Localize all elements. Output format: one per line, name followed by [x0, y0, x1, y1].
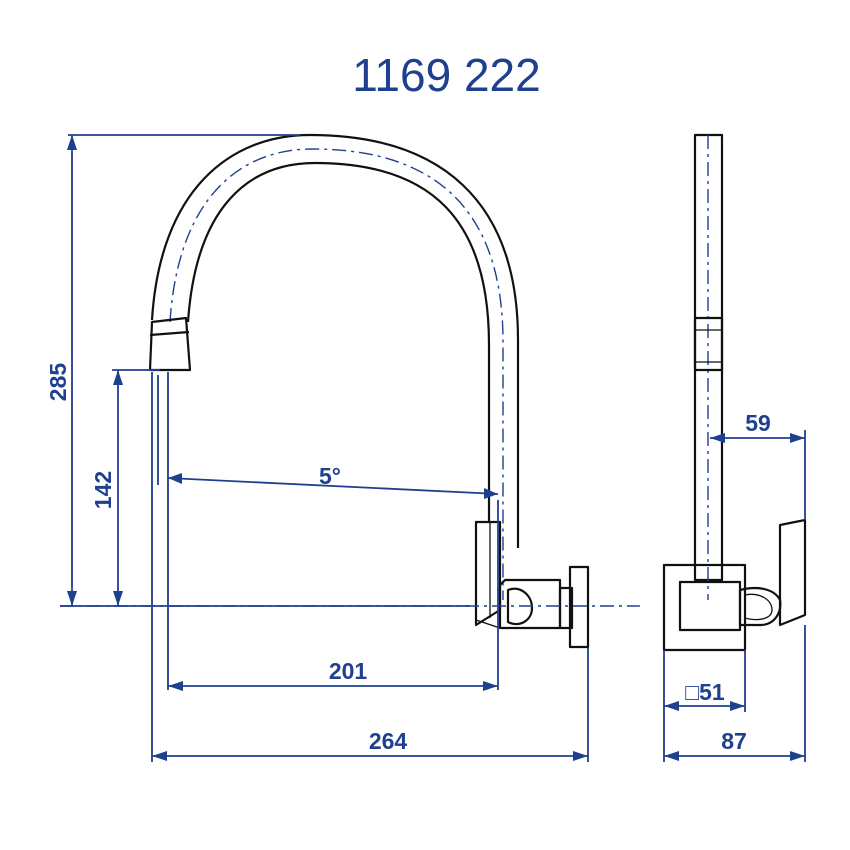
- dim-angle: 5°: [319, 463, 341, 489]
- valve-knob: [506, 587, 534, 626]
- dim-square: □51: [685, 679, 725, 705]
- spout-inner: [186, 161, 491, 522]
- side-joint: [693, 316, 724, 372]
- wall-flange: [568, 565, 590, 649]
- dim-side-offset: 59: [745, 410, 771, 436]
- dim-total-width: 264: [369, 728, 408, 754]
- dim-outlet-height: 142: [90, 471, 116, 509]
- dimension-lines: [60, 134, 806, 762]
- spout-outer: [150, 133, 520, 548]
- dim-side-depth: 87: [721, 728, 747, 754]
- side-flange: [662, 563, 747, 652]
- side-handle: [778, 518, 807, 627]
- front-view-faucet: [148, 133, 590, 649]
- aerator: [148, 316, 192, 372]
- dim-projection: 201: [329, 658, 368, 684]
- side-view-faucet: [662, 133, 807, 652]
- dim-total-height: 285: [45, 363, 71, 402]
- handle-lever: [474, 520, 502, 627]
- model-number: 1169 222: [352, 49, 541, 101]
